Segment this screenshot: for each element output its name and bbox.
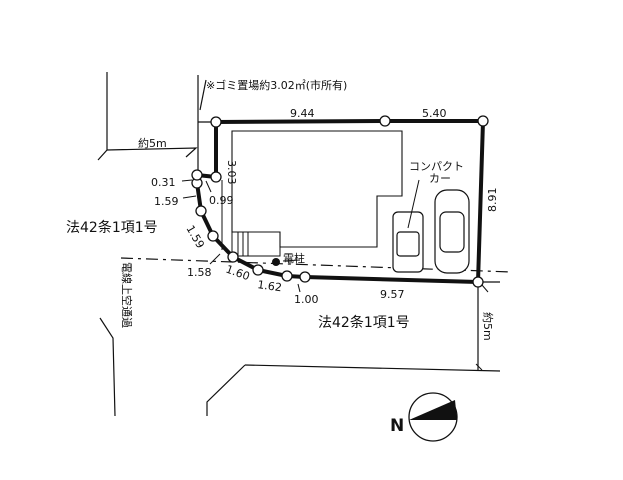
road-type-bottom: 法42条1項1号	[318, 314, 410, 331]
dim-162: 1.62	[257, 278, 283, 294]
dim-031: 0.31	[151, 176, 176, 189]
dim-099: 0.99	[209, 194, 234, 207]
dim-bottom: 9.57	[380, 288, 405, 301]
dim-159b: 1.59	[183, 223, 207, 251]
dim-notch: 3.03	[225, 160, 238, 185]
entry-steps	[231, 232, 281, 257]
compact-car-label-2: カー	[429, 172, 451, 185]
north-arrow-icon: N	[390, 392, 458, 442]
boundary-markers	[191, 115, 489, 288]
surrounding-lines	[97, 72, 501, 417]
dim-top-left: 9.44	[290, 107, 315, 120]
dim-159a: 1.59	[154, 195, 179, 208]
dim-right: 8.91	[486, 188, 499, 213]
building-outline	[231, 130, 403, 248]
road-width-left: 約5m	[138, 136, 167, 150]
car-icon	[434, 189, 470, 274]
garbage-area-note: ※ゴミ置場約3.02㎡(市所有)	[206, 78, 347, 92]
north-label: N	[390, 416, 404, 436]
compact-car-icon	[392, 211, 424, 273]
dim-100: 1.00	[294, 293, 319, 306]
dim-158: 1.58	[187, 266, 212, 279]
compact-car-label-1: コンパクト	[409, 160, 464, 173]
road-type-left: 法42条1項1号	[66, 219, 158, 236]
utility-pole-label: 電柱	[283, 251, 305, 265]
overhead-wire-label: 電線上空通過	[120, 262, 134, 328]
utility-pole-icon	[272, 258, 280, 266]
dim-top-right: 5.40	[422, 107, 447, 120]
road-width-right: 約5m	[481, 312, 495, 341]
